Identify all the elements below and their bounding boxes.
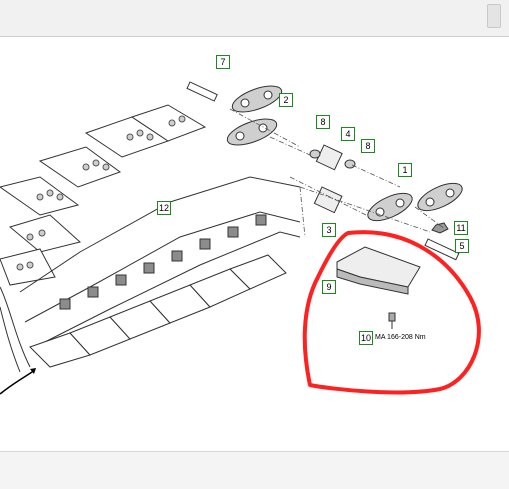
exploded-parts-drawing xyxy=(0,81,481,395)
callout-11[interactable]: 11 xyxy=(454,221,468,235)
callout-2[interactable]: 2 xyxy=(279,93,293,107)
exploded-components xyxy=(186,81,463,329)
callout-5[interactable]: 5 xyxy=(455,239,469,253)
callout-1[interactable]: 1 xyxy=(398,163,412,177)
callout-8-upper[interactable]: 8 xyxy=(316,115,330,129)
leader-lines xyxy=(229,108,446,238)
parts-diagram-viewer[interactable]: 7 2 8 4 8 1 12 3 11 5 9 10 MA 166-208 Nm xyxy=(0,37,509,451)
rotation-arrow xyxy=(0,369,36,395)
red-highlight-outline xyxy=(302,230,481,395)
callout-8-lower[interactable]: 8 xyxy=(361,139,375,153)
window-top-bar xyxy=(0,0,509,37)
callout-10[interactable]: 10 xyxy=(359,331,373,345)
torque-spec-label: MA 166-208 Nm xyxy=(375,334,426,341)
callout-4[interactable]: 4 xyxy=(341,127,355,141)
window-bottom-bar xyxy=(0,451,509,489)
track-chain-assembly xyxy=(0,104,301,373)
window-control[interactable] xyxy=(487,4,501,28)
callout-9[interactable]: 9 xyxy=(322,280,336,294)
callout-7[interactable]: 7 xyxy=(216,55,230,69)
callout-12[interactable]: 12 xyxy=(157,201,171,215)
callout-3[interactable]: 3 xyxy=(322,223,336,237)
